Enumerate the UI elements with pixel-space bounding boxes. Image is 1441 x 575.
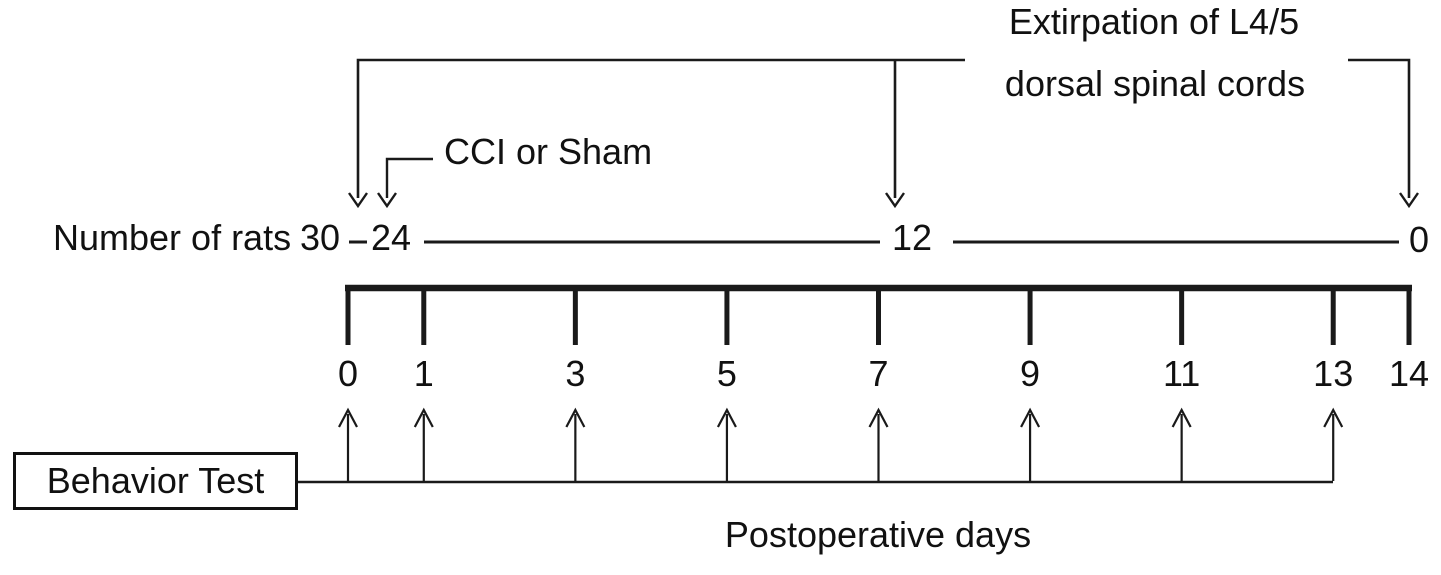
timeline-day-label-14: 14 — [1388, 353, 1430, 394]
behavior-test-label: Behavior Test — [46, 460, 265, 501]
extirpation-arrowhead-mid — [885, 192, 905, 209]
timeline-day-label-1: 1 — [413, 353, 434, 394]
timeline-day-label-11: 11 — [1162, 353, 1201, 394]
extirpation-arrowhead-left — [348, 192, 368, 209]
extirpation-arrowhead-right — [1399, 192, 1419, 209]
cci-pointer-line — [385, 157, 433, 198]
behavior-test-arrow-day-13 — [1323, 407, 1344, 481]
rats-count-12: 12 — [892, 217, 933, 258]
behavior-test-arrow-day-3 — [565, 407, 586, 481]
rats-count-0: 0 — [1409, 219, 1430, 260]
extirpation-label-line2: dorsal spinal cords — [1004, 63, 1306, 104]
behavior-test-arrow-day-9 — [1020, 407, 1041, 481]
behavior-test-arrows — [338, 407, 1344, 481]
extirpation-bracket-right-line — [1348, 58, 1411, 198]
behavior-test-arrow-day-0 — [338, 407, 358, 481]
timeline-ticks — [345, 287, 1412, 345]
behavior-test-arrow-day-1 — [413, 407, 434, 481]
behavior-test-arrow-day-5 — [716, 407, 737, 481]
cci-arrowhead — [377, 192, 397, 209]
timeline-day-label-13: 13 — [1313, 353, 1354, 394]
rats-row-label: Number of rats — [53, 217, 292, 258]
extirpation-label-line1: Extirpation of L4/5 — [1008, 1, 1300, 42]
timeline-day-label-7: 7 — [868, 353, 889, 394]
timeline-day-label-9: 9 — [1020, 353, 1041, 394]
timeline-day-label-5: 5 — [716, 353, 737, 394]
behavior-test-arrow-day-7 — [868, 407, 889, 481]
rats-count-30: 30 — [300, 217, 341, 258]
behavior-test-box: Behavior Test — [13, 452, 298, 510]
behavior-test-arrow-day-11 — [1171, 407, 1192, 481]
rats-count-24: 24 — [371, 217, 412, 258]
timeline-day-label-0: 0 — [337, 353, 359, 394]
postoperative-days-label: Postoperative days — [724, 514, 1032, 555]
cci-sham-label: CCI or Sham — [444, 131, 653, 172]
timeline-day-label-3: 3 — [565, 353, 586, 394]
extirpation-bracket-left-line — [356, 58, 965, 198]
